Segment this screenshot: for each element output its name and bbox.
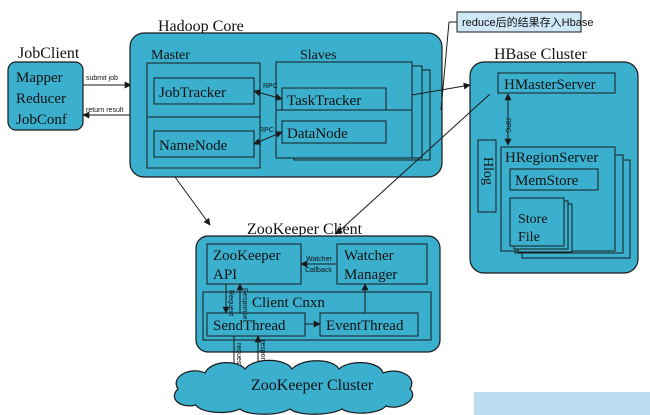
api-response-label: Response: [241, 288, 248, 320]
hbase-rpc-label: RPC: [504, 118, 511, 133]
master-label: Master: [151, 48, 190, 63]
note-pointer-line: [440, 21, 450, 111]
client-cnxn-label: Client Cnxn: [252, 295, 325, 311]
hmaster-box: [497, 72, 616, 94]
note-text: reduce后的结果存入Hbase: [462, 15, 593, 29]
watcher-line2: Manager: [344, 267, 397, 283]
hbase-title: HBase Cluster: [494, 46, 588, 63]
hmaster-label: HMasterServer: [504, 77, 596, 93]
hbase-cluster-group: HBase Cluster HMasterServer RPC Hlog HRe…: [469, 46, 639, 274]
jobtracker-label: JobTracker: [159, 85, 226, 101]
cluster-request-label: request: [235, 343, 242, 366]
hadoop-core-title: Hadoop Core: [158, 18, 244, 35]
memstore-box: [509, 168, 599, 191]
file-label: File: [518, 230, 540, 245]
store-label: Store: [518, 212, 548, 227]
zk-cluster-title: ZooKeeper Cluster: [251, 377, 374, 394]
corner-panel: [474, 392, 650, 415]
namenode-label: NameNode: [159, 138, 228, 154]
api-request-label: Request: [227, 290, 234, 316]
submit-job-label: submit job: [86, 75, 118, 82]
storefile-front: [509, 197, 565, 247]
zk-client-title: ZooKeeper Client: [247, 221, 363, 238]
zk-client-group: ZooKeeper Client ZooKeeper API Watcher M…: [195, 221, 441, 353]
datanode-label: DataNode: [287, 126, 348, 142]
note-group: reduce后的结果存入Hbase: [449, 11, 593, 33]
hlog-label: Hlog: [480, 157, 495, 185]
jobclient-jobconf: JobConf: [16, 112, 67, 128]
watcher-callback-line1: Watcher: [306, 256, 332, 263]
zk-api-line2: API: [213, 267, 237, 283]
hregion-label: HRegionServer: [505, 150, 598, 166]
jobclient-group: JobClient Mapper Reducer JobConf: [7, 45, 84, 131]
memstore-label: MemStore: [515, 173, 579, 189]
hadoop-to-hbase-arrow: [411, 82, 471, 96]
cluster-response-label: response: [259, 340, 266, 369]
watcher-line1: Watcher: [344, 248, 394, 264]
rpc-label-2: RPC: [259, 127, 274, 134]
zk-cluster-group: ZooKeeper Cluster: [173, 359, 414, 415]
hadoop-to-zk-arrow: [174, 176, 211, 226]
zk-client-box: [195, 235, 441, 353]
jobclient-hadoop-edges: submit job return result: [82, 75, 132, 119]
slaves-label: Slaves: [300, 48, 337, 63]
zk-cluster-cloud: [173, 359, 414, 415]
jobclient-title: JobClient: [18, 45, 80, 62]
hlog-box: [477, 139, 497, 213]
hadoop-hbase-edges: [411, 21, 471, 111]
tasktracker-label: TaskTracker: [287, 93, 361, 109]
jobclient-box: [7, 61, 84, 131]
client-cnxn-box: [202, 291, 432, 341]
hadoop-core-group: Hadoop Core Master JobTracker NameNode S…: [129, 18, 443, 178]
rpc-label-1: RPC: [263, 83, 278, 90]
zk-edges: [174, 93, 491, 235]
jobclient-mapper: Mapper: [16, 70, 63, 86]
rpc-namenode-datanode: [253, 131, 283, 145]
watcher-callback-line2: Callback: [305, 267, 332, 274]
return-result-label: return result: [86, 107, 123, 114]
event-thread-label: EventThread: [326, 318, 404, 334]
zk-api-line1: ZooKeeper: [213, 248, 280, 264]
hbase-to-zk-arrow: [335, 93, 491, 235]
send-thread-label: SendThread: [213, 318, 286, 334]
rpc-jobtracker-tasktracker: [253, 89, 283, 101]
master-box: [146, 62, 261, 169]
jobclient-reducer: Reducer: [16, 91, 66, 107]
